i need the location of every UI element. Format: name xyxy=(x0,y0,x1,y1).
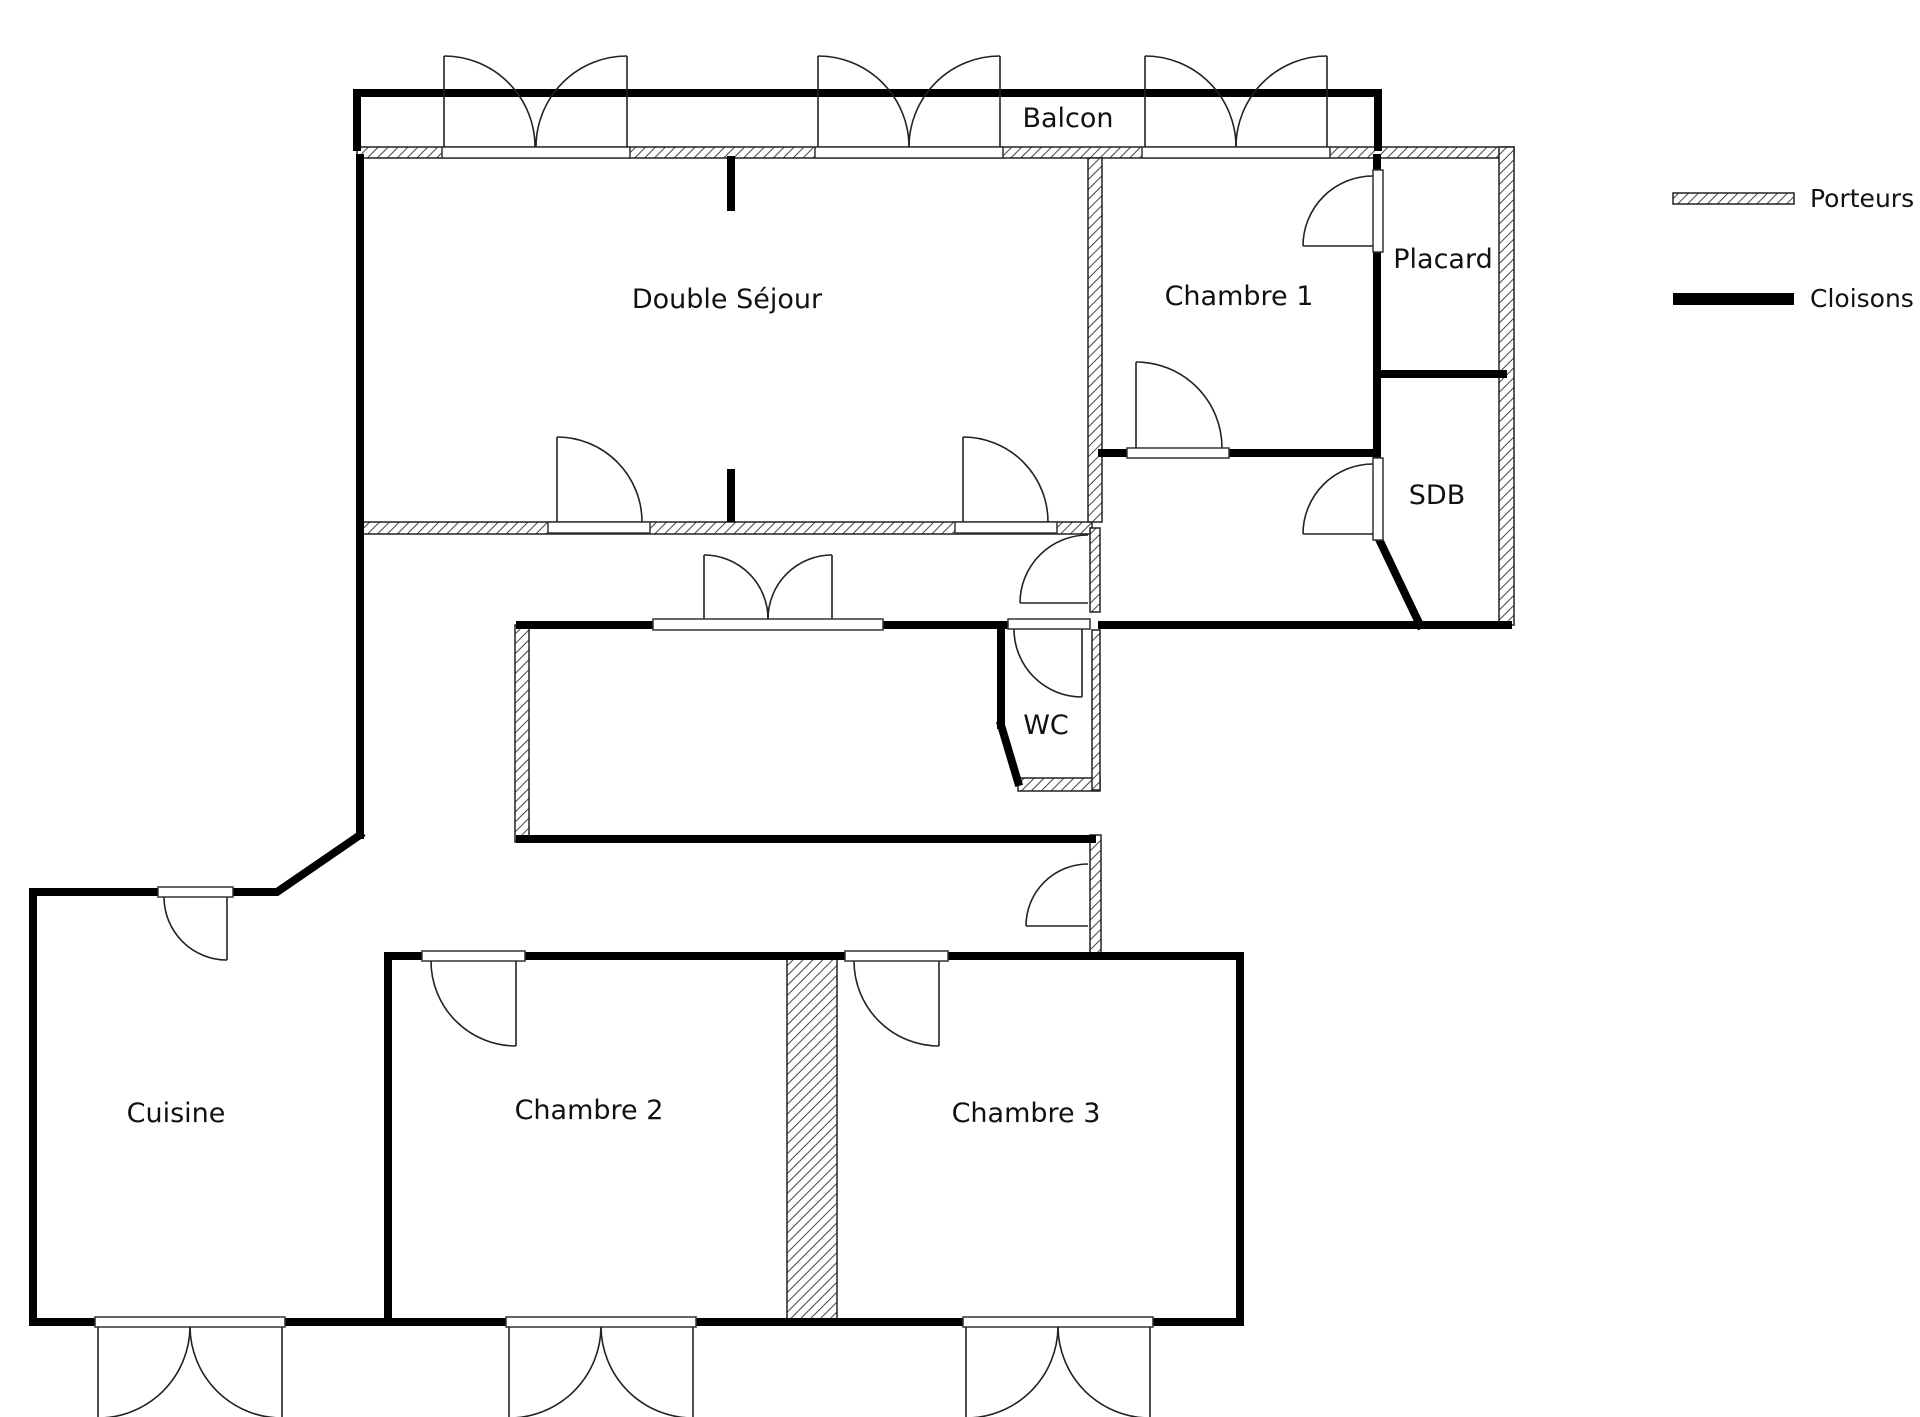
room-label-sdb: SDB xyxy=(1409,480,1465,511)
bearing-wall-sejour-right xyxy=(1087,157,1103,523)
partitions xyxy=(29,89,1512,1326)
legend: Porteurs Cloisons xyxy=(1672,184,1914,313)
bearing-wall-right xyxy=(1498,146,1515,626)
door-sejour-right xyxy=(954,436,1058,534)
door-chambre1 xyxy=(1126,361,1230,459)
legend-label-porteurs: Porteurs xyxy=(1810,184,1914,213)
room-label-cuisine: Cuisine xyxy=(127,1098,226,1129)
french-door-chambre3-bottom xyxy=(962,1316,1154,1417)
bearing-wall-corridor-right xyxy=(1089,527,1101,613)
french-door-core xyxy=(652,554,884,631)
bearing-wall-wc-right xyxy=(1091,629,1101,791)
room-label-chambre-3: Chambre 3 xyxy=(952,1098,1101,1129)
door-chambre2 xyxy=(421,950,526,1047)
door-sdb xyxy=(1302,457,1384,541)
bearing-walls xyxy=(356,146,1515,1325)
french-door-balcon-3 xyxy=(1141,55,1331,159)
door-placard xyxy=(1302,169,1384,253)
door-chambre3 xyxy=(844,950,949,1047)
legend-label-cloisons: Cloisons xyxy=(1810,284,1914,313)
french-door-chambre2-bottom xyxy=(505,1316,697,1417)
door-corridor-east xyxy=(1019,534,1089,604)
room-label-placard: Placard xyxy=(1393,244,1492,275)
room-label-chambre-1: Chambre 1 xyxy=(1165,281,1314,312)
legend-swatch-cloisons xyxy=(1673,293,1794,305)
door-sejour-left xyxy=(547,436,651,534)
room-label-balcon: Balcon xyxy=(1022,103,1113,134)
room-labels: Balcon Double Séjour Chambre 1 Placard S… xyxy=(127,103,1493,1129)
room-label-double-sejour: Double Séjour xyxy=(632,284,823,315)
bearing-wall-pillar xyxy=(786,955,838,1325)
legend-swatch-porteurs xyxy=(1672,192,1795,205)
bearing-wall-hall-right xyxy=(1089,834,1102,954)
door-hall xyxy=(1025,863,1089,927)
partition-cuisine-outer xyxy=(29,829,392,1326)
room-label-chambre-2: Chambre 2 xyxy=(515,1095,664,1126)
door-cuisine xyxy=(157,886,234,961)
french-door-balcon-2 xyxy=(814,55,1004,159)
balcon-outline xyxy=(353,89,1382,151)
room-label-wc: WC xyxy=(1023,710,1069,741)
french-door-balcon-1 xyxy=(441,55,631,159)
bearing-wall-core-left xyxy=(514,624,530,843)
door-wc xyxy=(1007,618,1091,698)
doors xyxy=(94,55,1384,1417)
partition-wc-left-slant xyxy=(996,720,1023,787)
bearing-wall-wc-bottom xyxy=(1017,777,1101,792)
partition-sdb-slant xyxy=(1371,529,1426,631)
french-door-cuisine-bottom xyxy=(94,1316,286,1417)
